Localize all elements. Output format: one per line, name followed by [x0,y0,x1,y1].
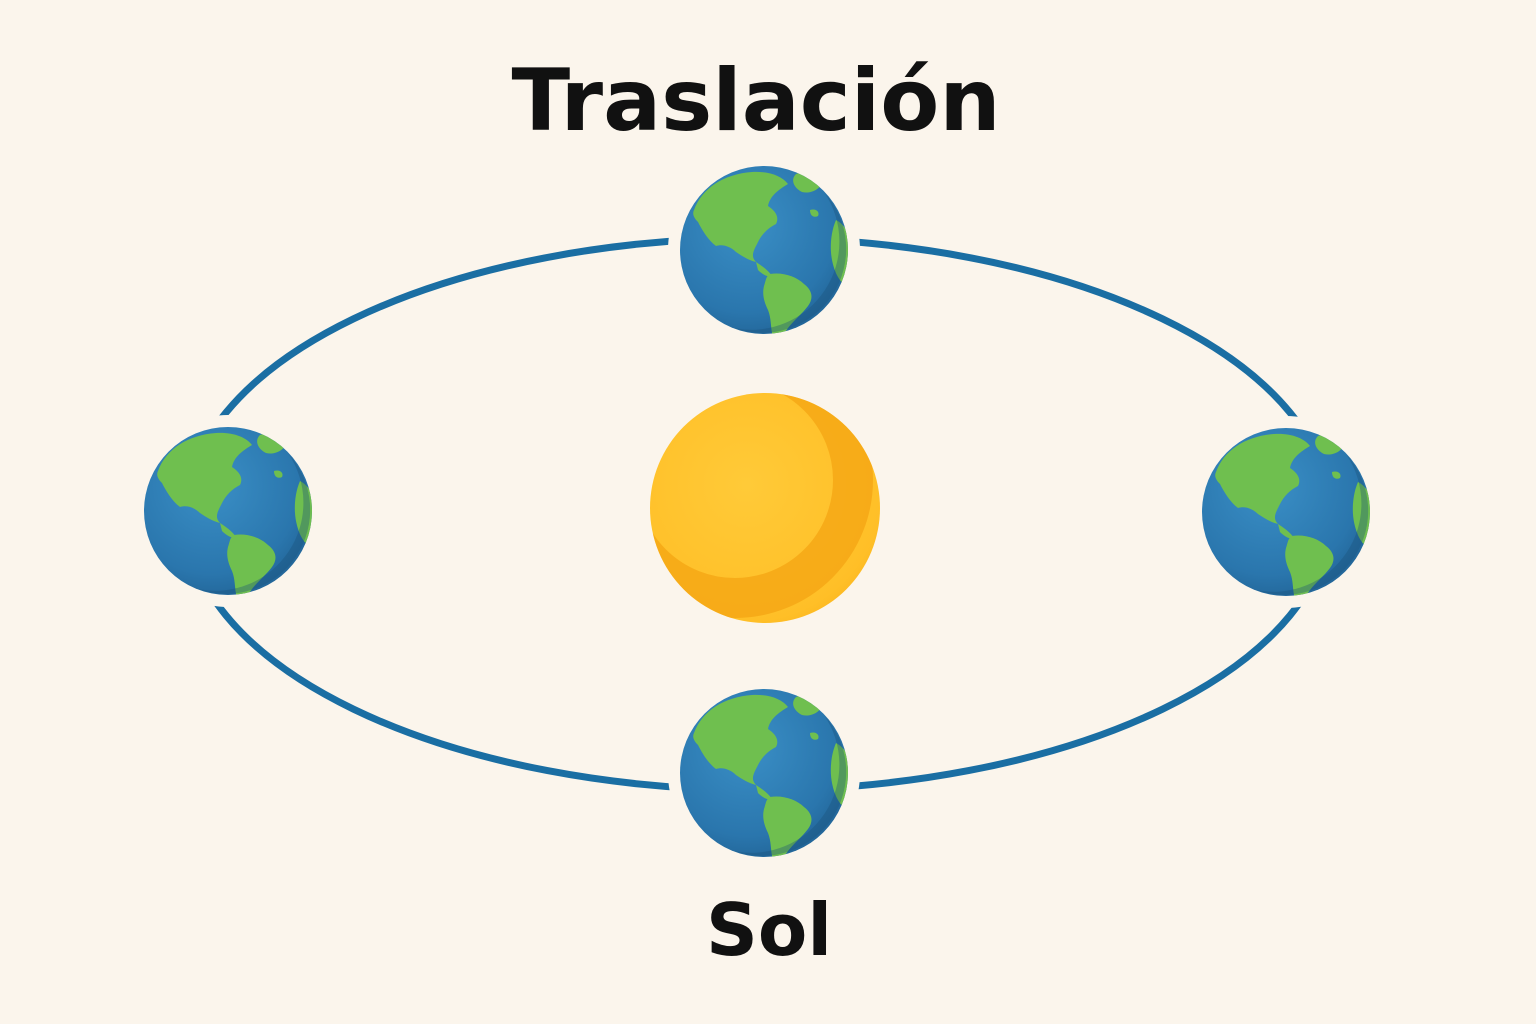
earth-right-icon [1190,416,1382,608]
earth-left-icon [132,415,324,607]
sun-label: Sol [706,888,832,972]
earth-top-icon [668,154,860,346]
diagram-title: Traslación [511,51,1000,151]
earth-bottom-icon [668,677,860,869]
sun-icon [650,393,880,623]
